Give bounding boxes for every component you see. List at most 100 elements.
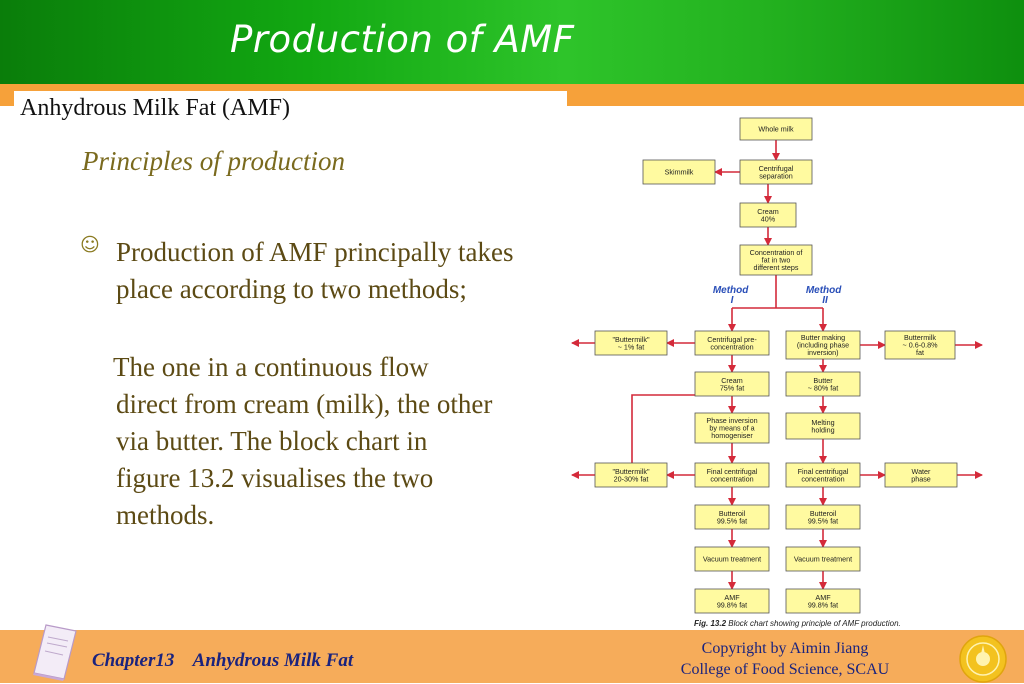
flow-node-label: concentration [710,342,753,351]
subtitle-background [14,91,567,127]
flow-node-box [739,202,797,228]
flow-node-buttermilk-20: "Buttermilk"20-30% fat [594,462,668,488]
copyright-text: Copyright by Aimin Jiang College of Food… [640,638,930,680]
flow-node-box [694,330,770,356]
university-seal-icon [959,635,1007,683]
flow-node-box [694,588,770,614]
flow-node-box [884,462,958,488]
paragraph-text: The one in a continuous flow direct from… [113,352,493,530]
slide-title: Production of AMF [230,18,575,61]
flow-node-label: Butteroil [810,509,837,518]
flow-node-label: 75% fat [720,383,744,392]
flow-node-box [785,588,861,614]
flow-node-box [739,117,813,141]
flow-node-centrifugal-pre: Centrifugal pre-concentration [694,330,770,356]
flow-node-label: Cream [757,207,779,216]
flow-node-label: Cream [721,376,743,385]
flow-node-vacuum-1: Vacuum treatment [694,546,770,572]
flow-node-box [884,330,956,360]
flow-node-label: Butteroil [719,509,746,518]
copyright-line-2: College of Food Science, SCAU [680,661,890,678]
flow-node-label: separation [759,171,793,180]
flow-node-label: Water [912,467,932,476]
flow-node-box [785,546,861,572]
flow-node-box [785,412,861,440]
figure-caption: Fig. 13.2 Block chart showing principle … [694,619,901,628]
flow-node-label: Vacuum treatment [794,555,852,564]
flow-node-skimmilk: Skimmilk [642,159,716,185]
flow-node-label: Butter [813,376,833,385]
flow-node-butter-80: Butter~ 80% fat [785,371,861,397]
flow-node-label: Vacuum treatment [703,555,761,564]
flow-node-label: homogeniser [711,431,753,440]
flow-node-label: ~ 80% fat [808,383,839,392]
flow-node-label: Final centrifugal [707,467,758,476]
flow-node-label: fat [916,348,924,357]
flow-node-box [694,504,770,530]
method-1-label: Method I [713,285,751,306]
flow-node-label: fat in two [762,256,791,265]
flow-node-buttermilk-06: Buttermilk~ 0.6-0.8%fat [884,330,956,360]
flow-node-label: Skimmilk [665,168,694,177]
flow-node-box [694,546,770,572]
flow-node-label: (including phase [797,341,849,350]
flow-node-buttermilk-1: "Buttermilk"~ 1% fat [594,330,668,356]
header-band [0,0,1024,84]
bullet-text: Production of AMF principally takes plac… [116,237,514,304]
flow-node-box [739,244,813,276]
flow-node-label: Melting [811,418,834,427]
chapter-label: Chapter13 Anhydrous Milk Fat [92,650,354,671]
flow-node-label: "Buttermilk" [612,335,650,344]
flow-node-label: 99.5% fat [717,516,747,525]
flow-node-box [739,159,813,185]
flow-node-box [694,462,770,488]
flow-node-label: 20-30% fat [614,474,649,483]
principles-heading: Principles of production [82,146,345,176]
flow-node-label: Final centrifugal [798,467,849,476]
flow-connector-loop [631,394,695,463]
flow-node-label: inversion) [807,348,838,357]
flow-node-label: Concentration of [750,248,803,257]
flow-node-box [594,330,668,356]
flow-node-label: AMF [724,593,740,602]
flow-node-label: Phase inversion [706,416,757,425]
flow-node-label: different steps [753,263,798,272]
flow-node-vacuum-2: Vacuum treatment [785,546,861,572]
flow-node-label: Butter making [801,333,845,342]
flow-node-label: 99.8% fat [808,600,838,609]
flow-node-box [694,371,770,397]
flow-node-label: phase [911,474,931,483]
flow-node-label: 99.8% fat [717,600,747,609]
flow-node-box [594,462,668,488]
flow-node-whole-milk: Whole milk [739,117,813,141]
flow-node-label: 99.5% fat [808,516,838,525]
flow-node-label: by means of a [709,424,754,433]
flow-node-label: Whole milk [758,125,794,134]
footer-band [0,630,1024,683]
flow-node-label: 40% [761,214,776,223]
flow-node-label: "Buttermilk" [612,467,650,476]
slide-subtitle: Anhydrous Milk Fat (AMF) [20,95,291,121]
flow-node-box [785,504,861,530]
flow-node-label: Centrifugal pre- [707,335,757,344]
flow-node-label: holding [811,425,834,434]
book-icon [33,624,77,681]
flow-node-label: ~ 1% fat [618,342,645,351]
flow-node-box [785,462,861,488]
flow-node-label: Buttermilk [904,333,936,342]
flow-node-box [694,412,770,444]
flow-node-box [785,330,861,360]
